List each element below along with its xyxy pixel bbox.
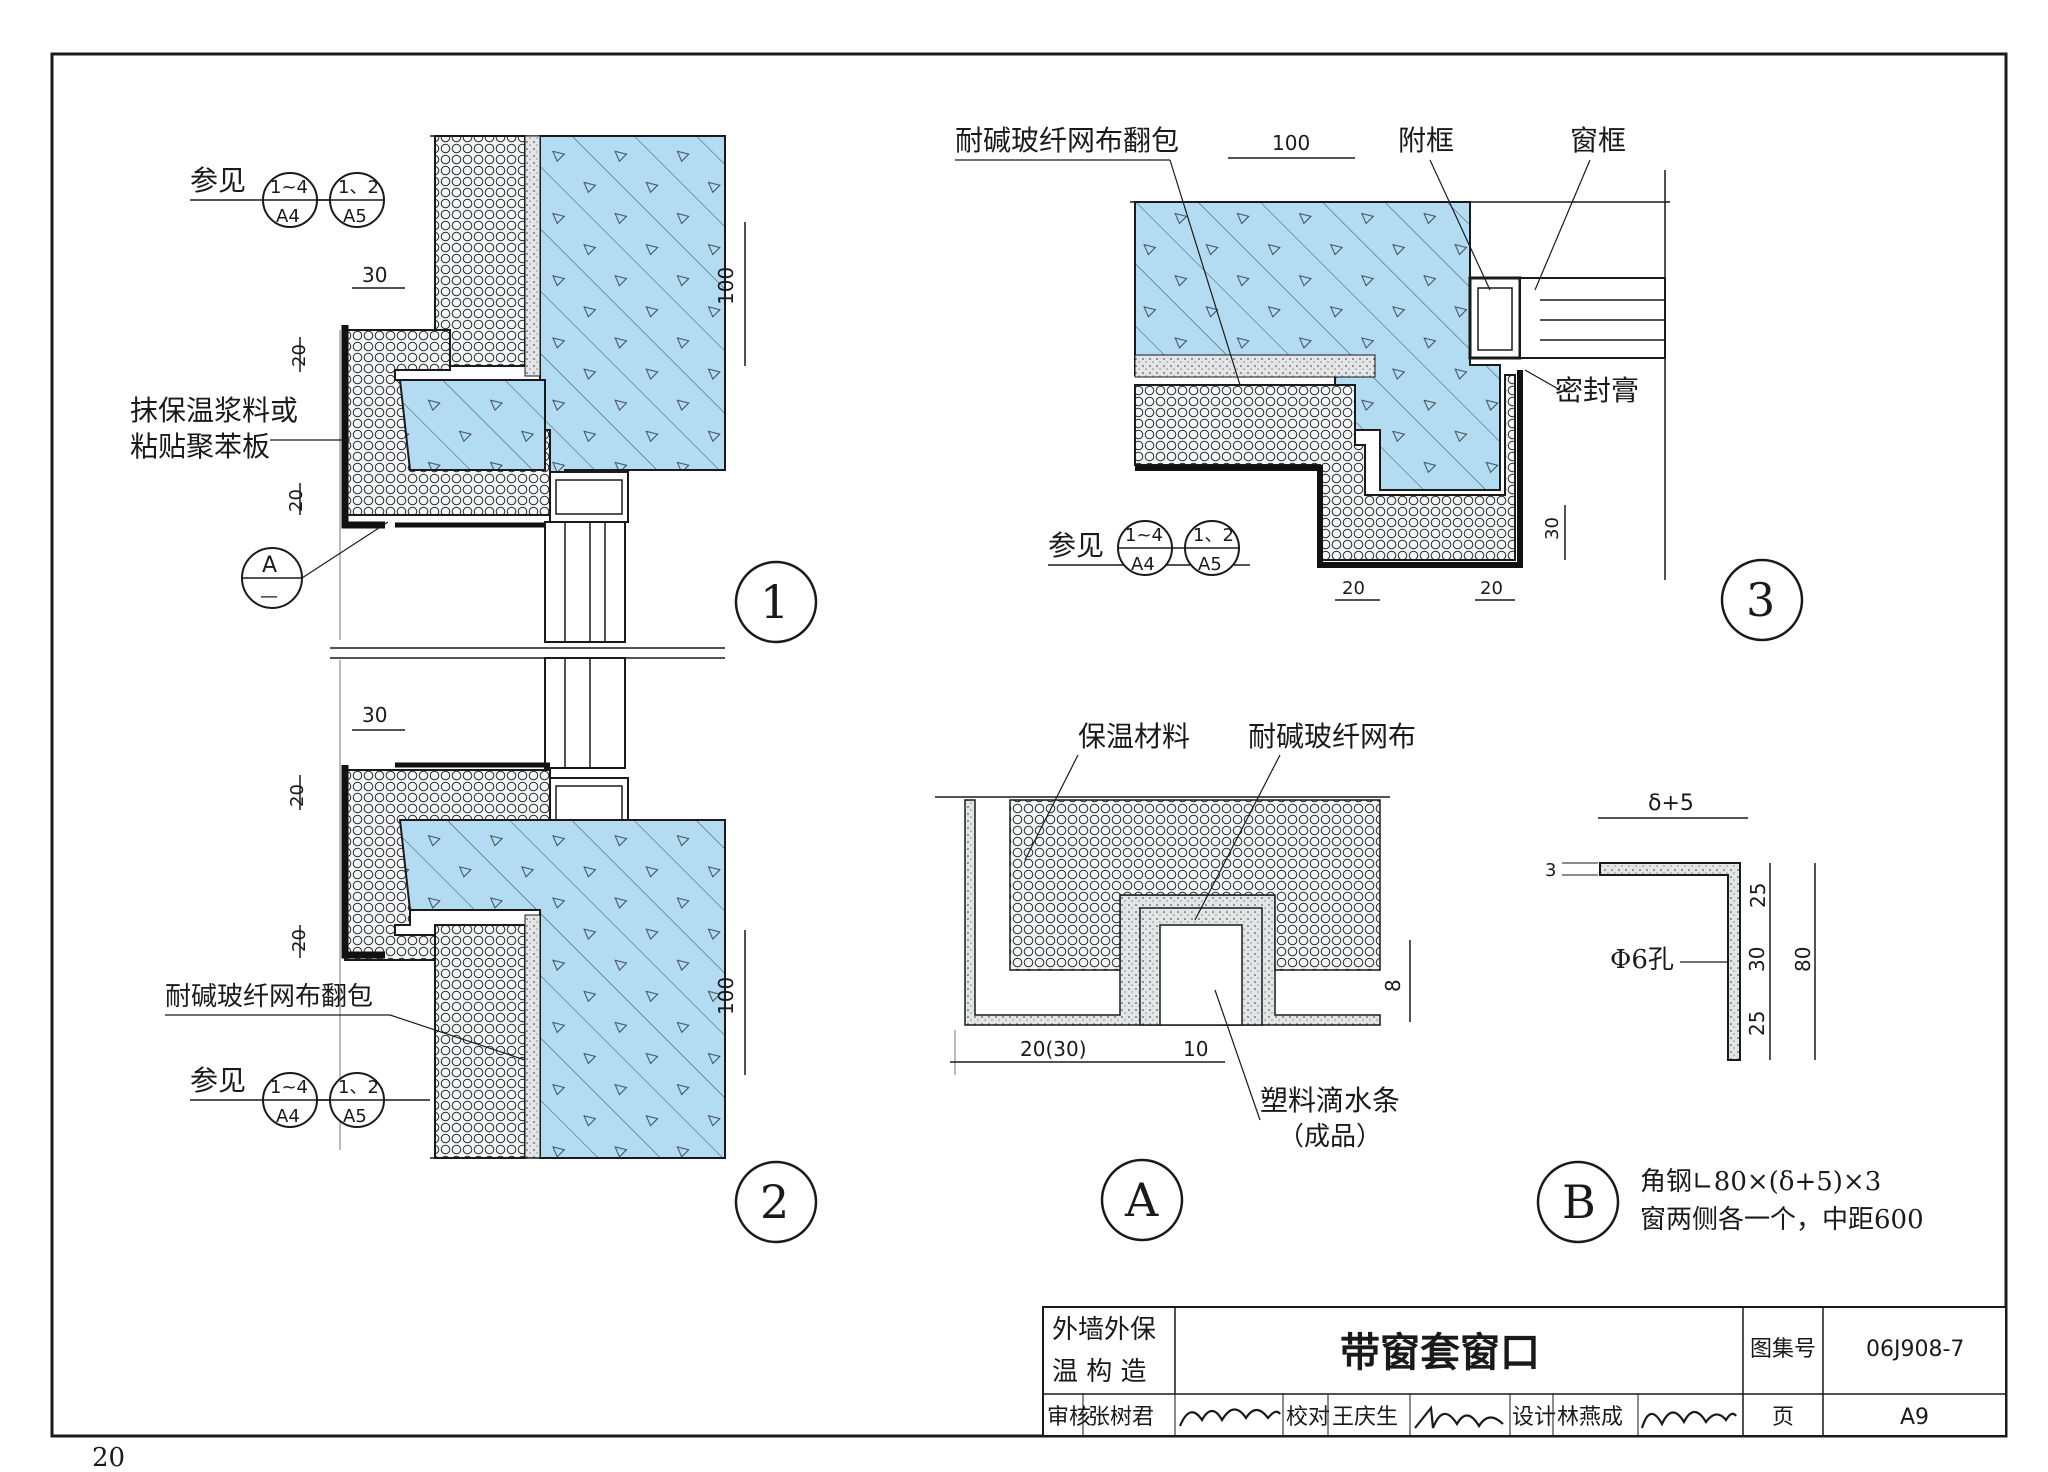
d1-ref-b-bottom: A5 [343,206,367,227]
d1-callout-top: A [262,553,277,578]
tb-reviewer: 张树君 [1088,1405,1154,1430]
d3-dim-20-right: 20 [1480,578,1503,599]
tb-checker-signature [1414,1405,1504,1429]
dB-dim-25-top: 25 [1746,883,1770,908]
page-number: 20 [92,1443,125,1472]
d3-ref-a-top: 1~4 [1125,525,1163,546]
dA-label-insulation: 保温材料 [1078,720,1190,753]
tb-design-label: 设计 [1512,1405,1556,1430]
d1-dim-20-top: 20 [289,344,310,367]
d3-label-subframe: 附框 [1398,124,1454,157]
d3-dim-30: 30 [1542,517,1563,540]
dB-dim-80: 80 [1791,947,1815,972]
d2-dim-30: 30 [362,703,387,727]
tb-category-1: 外墙外保 [1052,1315,1156,1345]
d3-label-window-frame: 窗框 [1570,124,1626,157]
dB-dim-delta: δ+5 [1648,791,1694,816]
d3-dim-20-left: 20 [1342,578,1365,599]
dA-label-drip: 塑料滴水条 [1260,1084,1400,1117]
dB-note-1: 角钢∟80×(δ+5)×3 [1640,1167,1881,1197]
detail-2: 30 20 20 100 耐碱玻纤网布翻包 参见 1~4 A4 1、2 A5 2 [165,657,818,1244]
dB-label-hole: Φ6孔 [1610,945,1674,975]
detail-b: δ+5 3 25 30 25 80 Φ6孔 B 角钢∟80×(δ+5)×3 窗两… [1536,791,1924,1244]
d1-callout-bottom: — [260,586,278,607]
tb-page-label: 页 [1772,1405,1794,1430]
tb-reviewer-signature [1178,1408,1281,1427]
tb-review-label: 审核 [1047,1405,1091,1430]
d3-number: 3 [1746,573,1775,627]
dB-dim-30: 30 [1745,947,1769,972]
d2-ref-a-bottom: A4 [276,1106,300,1127]
tb-atlas-value: 06J908-7 [1866,1337,1964,1362]
title-block: 外墙外保 温 构 造 带窗套窗口 图集号 06J908-7 审核 张树君 校对 … [1042,1306,2007,1437]
d1-dim-20-bottom: 20 [286,489,307,512]
d2-dim-100: 100 [714,977,738,1015]
tb-designer-signature [1640,1410,1737,1429]
d1-dim-100: 100 [714,267,738,305]
d1-ref-a-top: 1~4 [270,177,308,198]
d3-ref-b-top: 1、2 [1193,525,1234,546]
sheet-border [50,52,2008,1438]
tb-page-value: A9 [1900,1405,1929,1430]
d1-label-render-1: 抹保温浆料或 [130,394,298,427]
detail-1: 30 20 20 100 参见 1~4 A4 1、2 A5 抹保温浆料或 粘贴聚… [130,135,818,659]
d3-ref-a-bottom: A4 [1131,554,1155,575]
detail-a: 20(30) 10 8 保温材料 耐碱玻纤网布 塑料滴水条 （成品） A [935,720,1416,1242]
d2-ref-a-top: 1~4 [270,1077,308,1098]
d2-ref-b-top: 1、2 [338,1077,379,1098]
d2-ref-prefix: 参见 [190,1064,246,1097]
dB-number: B [1562,1175,1596,1229]
d2-dim-20-bottom: 20 [289,929,310,952]
d1-ref-prefix: 参见 [190,164,246,197]
d2-number: 2 [760,1175,789,1229]
dA-label-mesh: 耐碱玻纤网布 [1248,720,1416,753]
detail-3: 耐碱玻纤网布翻包 100 附框 窗框 密封膏 参见 1~4 A4 1、2 A5 … [955,124,1804,642]
tb-category-2: 温 构 造 [1052,1357,1147,1387]
dB-dim-25-bottom: 25 [1745,1011,1769,1036]
d1-ref-b-top: 1、2 [338,177,379,198]
d3-dim-100: 100 [1272,131,1310,155]
d2-dim-20-top: 20 [287,784,308,807]
dB-dim-3: 3 [1545,860,1556,881]
dA-label-drip-note: （成品） [1278,1122,1382,1152]
d3-label-mesh: 耐碱玻纤网布翻包 [955,124,1179,157]
dB-note-2: 窗两侧各一个，中距600 [1640,1205,1924,1235]
d2-label-mesh: 耐碱玻纤网布翻包 [165,982,373,1012]
d1-dim-30: 30 [362,263,387,287]
d3-ref-prefix: 参见 [1048,529,1104,562]
tb-atlas-label: 图集号 [1750,1337,1816,1362]
d1-label-render-2: 粘贴聚苯板 [130,430,270,463]
d1-ref-a-bottom: A4 [276,206,300,227]
tb-title: 带窗套窗口 [1340,1329,1540,1376]
dA-dim-8: 8 [1381,979,1405,992]
dA-dim-20-30: 20(30) [1020,1037,1087,1061]
d3-ref-b-bottom: A5 [1198,554,1222,575]
tb-checker: 王庆生 [1332,1405,1398,1430]
tb-check-label: 校对 [1286,1405,1330,1430]
d1-number: 1 [760,575,789,629]
d3-label-sealant: 密封膏 [1555,374,1639,407]
tb-designer: 林燕成 [1557,1405,1623,1430]
dA-dim-10: 10 [1183,1037,1208,1061]
d2-ref-b-bottom: A5 [343,1106,367,1127]
dA-number: A [1124,1173,1159,1227]
